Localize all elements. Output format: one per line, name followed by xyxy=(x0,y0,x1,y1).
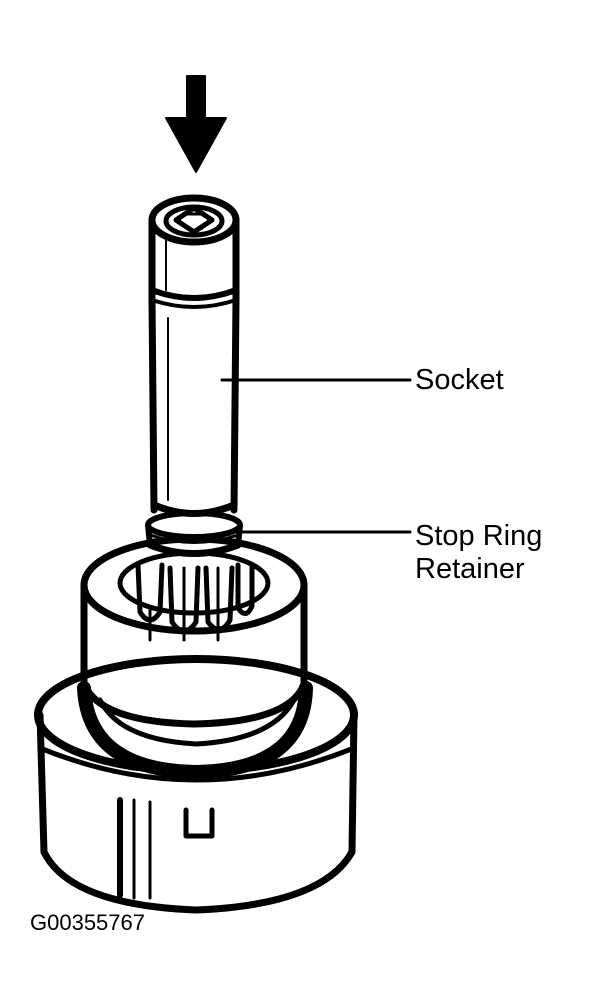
pinion-collar xyxy=(80,535,308,728)
inner-step-ring xyxy=(77,681,313,779)
stop-ring-label-line1: Stop Ring xyxy=(415,520,543,552)
stop-ring-retainer-label: Stop Ring Retainer xyxy=(415,520,542,586)
socket-label: Socket xyxy=(415,364,504,396)
stop-ring-label-line2: Retainer xyxy=(415,553,525,585)
down-arrow-icon xyxy=(165,75,227,173)
socket-tool xyxy=(148,194,240,517)
figure-id: G00355767 xyxy=(30,910,145,935)
